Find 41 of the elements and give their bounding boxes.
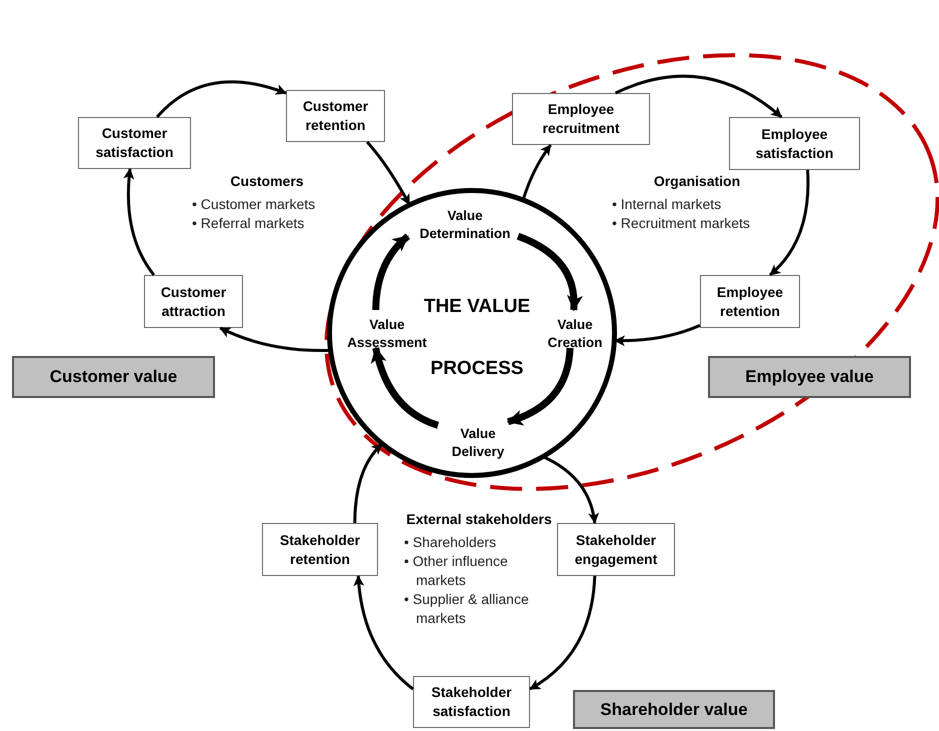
circle-title: PROCESS [430, 357, 524, 381]
arrow [506, 348, 574, 426]
arrow [372, 234, 410, 310]
process-box: Customer attraction [144, 275, 243, 328]
process-box: Stakeholder engagement [557, 523, 675, 576]
arrow [522, 144, 552, 200]
arrow [614, 324, 701, 346]
arrow [354, 575, 414, 690]
arrow [366, 141, 411, 206]
category-box: Customer value [12, 356, 215, 398]
arrow [353, 443, 384, 524]
bullet-item: • Internal markets [612, 195, 722, 214]
arrow [542, 456, 599, 524]
process-box: Stakeholder retention [262, 523, 378, 576]
process-box: Stakeholder satisfaction [413, 676, 530, 728]
group-heading: Organisation [652, 172, 742, 191]
group-heading: External stakeholders [405, 510, 553, 529]
bullet-item: • Shareholders [404, 533, 498, 552]
arrow [529, 576, 596, 690]
arrow [371, 346, 440, 429]
arrow [124, 168, 156, 276]
stage-label: Value Delivery [443, 425, 513, 461]
process-box: Customer retention [286, 90, 385, 142]
bullet-item: • Customer markets [192, 195, 316, 214]
group-heading: Customers [229, 172, 305, 191]
bullet-item: • Recruitment markets [612, 214, 751, 233]
stage-label: Value Determination [407, 207, 523, 243]
stage-label: Value Creation [538, 315, 612, 353]
category-box: Shareholder value [573, 690, 775, 729]
bullet-item: • Referral markets [192, 214, 306, 233]
bullet-item: • Other influence markets [404, 552, 509, 590]
arrow [219, 326, 330, 352]
process-box: Employee recruitment [512, 93, 650, 145]
arrow [516, 232, 582, 312]
arrow [769, 170, 810, 276]
arrow [156, 80, 287, 118]
category-box: Employee value [708, 356, 911, 398]
process-box: Customer satisfaction [78, 117, 191, 169]
process-box: Employee satisfaction [729, 117, 860, 170]
process-box: Employee retention [700, 275, 800, 328]
bullet-item: • Supplier & alliance markets [404, 590, 530, 628]
